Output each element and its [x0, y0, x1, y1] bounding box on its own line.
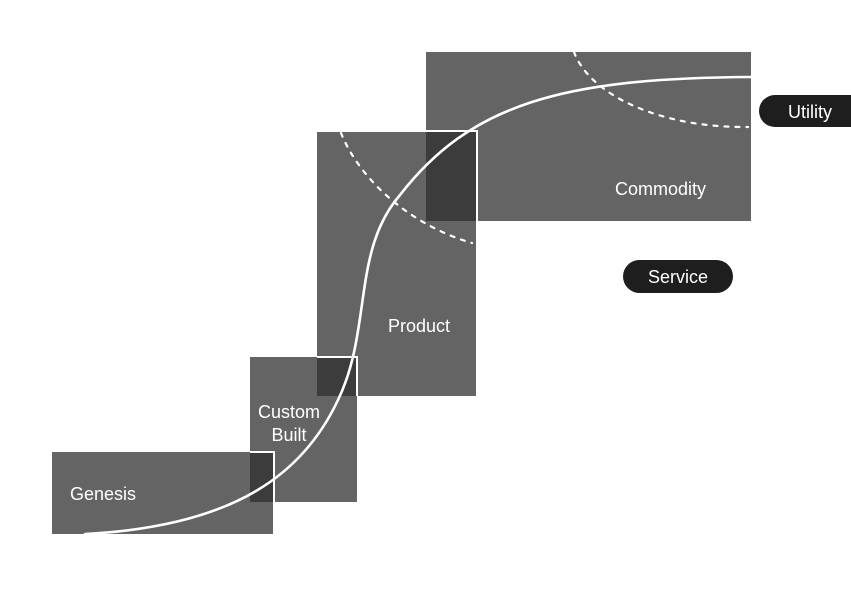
utility-label: Utility: [788, 102, 832, 122]
product-outline: [426, 130, 478, 221]
custom-built-label-line1: Custom: [258, 402, 320, 422]
utility-marker: Utility: [759, 95, 851, 127]
genesis-block: [52, 452, 274, 534]
custom-built-label-line2: Built: [271, 425, 306, 445]
product-dotted-arc: [339, 131, 474, 245]
genesis-outline: [250, 451, 275, 534]
custom-built-outline: [317, 356, 358, 396]
service-label: Service: [648, 267, 708, 287]
genesis-custom-overlap: [250, 452, 274, 502]
commodity-label: Commodity: [615, 179, 706, 199]
genesis-label: Genesis: [70, 484, 136, 504]
evolution-curve: [83, 75, 753, 536]
product-label: Product: [388, 316, 450, 336]
utility-pill: [759, 95, 851, 127]
commodity-block: [426, 52, 751, 221]
service-marker: Service: [623, 260, 733, 293]
commodity-dotted-arc: [572, 50, 750, 129]
service-pill: [623, 260, 733, 293]
product-commodity-overlap: [426, 132, 476, 221]
